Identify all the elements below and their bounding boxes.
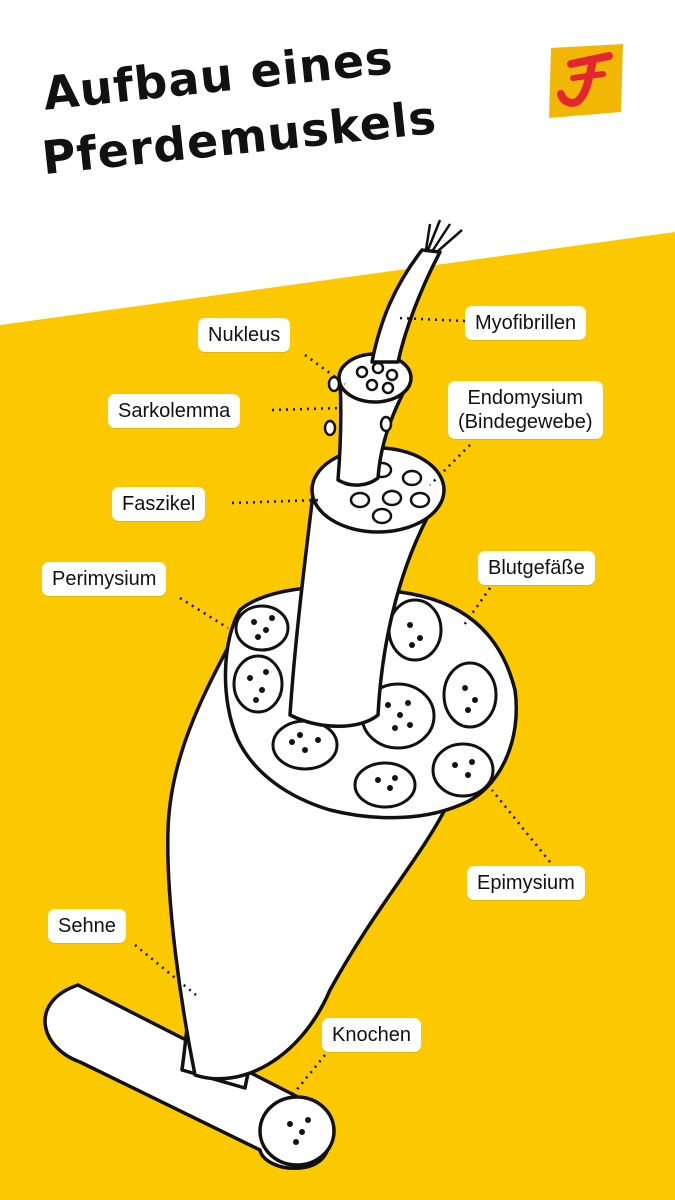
label-faszikel: Faszikel [112, 487, 206, 521]
myofibril-strand [370, 248, 442, 364]
fascicle-bundle [271, 719, 339, 771]
label-blutgefaesse: Blutgefäße [478, 551, 595, 585]
label-knochen: Knochen [322, 1018, 421, 1052]
label-nukleus: Nukleus [198, 318, 291, 352]
label-myofibrillen: Myofibrillen [465, 306, 587, 340]
fascicle-bundle [431, 742, 495, 798]
fascicle-column [288, 476, 442, 728]
label-sarkolemma: Sarkolemma [108, 394, 241, 428]
fascicle-bundle [234, 604, 290, 652]
fascicle-bundle [232, 654, 284, 714]
label-sehne: Sehne [48, 909, 126, 943]
fascicle-bundle [353, 761, 417, 809]
bone-cross-section [258, 1095, 336, 1167]
label-epimysium: Epimysium [467, 866, 585, 900]
j-letter-logo-icon [549, 44, 623, 118]
fascicle-bundle [442, 661, 498, 729]
fascicle-bundle [387, 598, 443, 662]
label-perimysium: Perimysium [42, 562, 167, 596]
leader-lines [134, 316, 551, 1099]
label-endomysium: Endomysium (Bindegewebe) [448, 381, 603, 439]
